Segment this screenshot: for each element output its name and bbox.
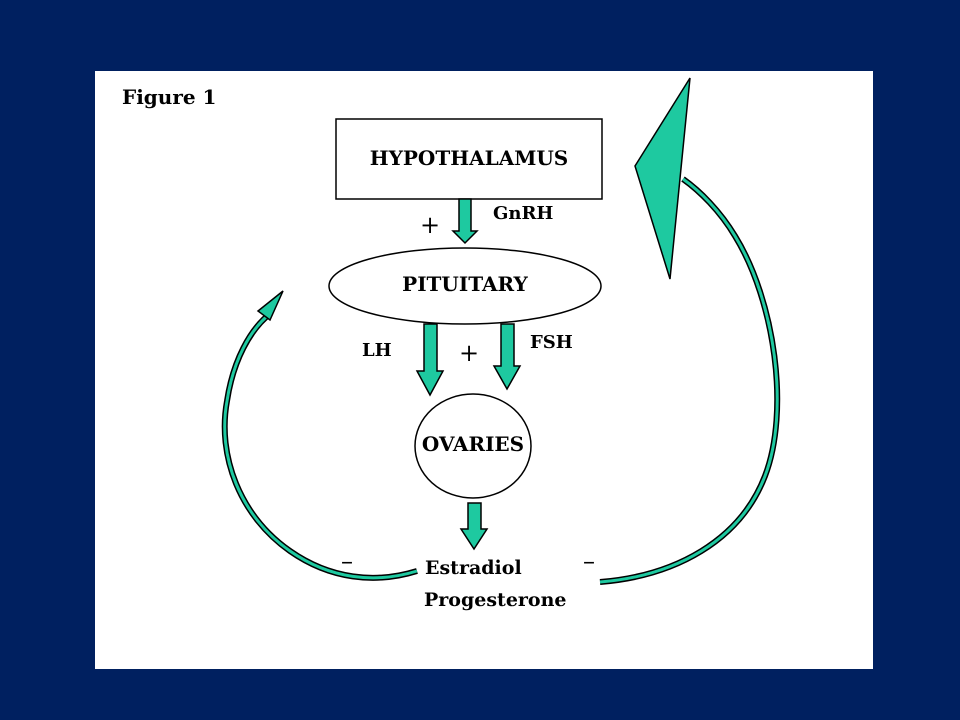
lh-arrow xyxy=(415,323,445,397)
figure-label: Figure 1 xyxy=(122,85,217,109)
hypothalamus-box xyxy=(335,118,603,200)
figure-panel: Figure 1 HYPOTHALAMUS PITUITARY OVARIES … xyxy=(95,71,873,669)
diagram-graphics xyxy=(221,77,781,585)
steroid-output-arrow xyxy=(459,502,489,551)
fsh-arrow xyxy=(492,323,522,391)
estradiol-label: Estradiol xyxy=(425,557,522,579)
right-feedback-curve xyxy=(599,176,781,585)
gnrh-label: GnRH xyxy=(493,203,554,224)
ovaries-label: OVARIES xyxy=(421,432,525,456)
fsh-label: FSH xyxy=(530,332,573,353)
ovaries-circle xyxy=(414,393,532,499)
left-feedback-curve-fill xyxy=(223,311,418,580)
stimulation-sign-upper: + xyxy=(420,211,441,239)
gnrh-arrow xyxy=(451,198,479,245)
pituitary-ellipse xyxy=(328,247,602,325)
stimulation-sign-lower: + xyxy=(459,339,480,367)
inhibition-sign-right: – xyxy=(583,547,595,575)
lh-label: LH xyxy=(362,340,392,361)
right-feedback-arrowhead xyxy=(634,77,691,280)
pituitary-label: PITUITARY xyxy=(402,272,528,296)
inhibition-sign-left: – xyxy=(341,547,353,575)
hypothalamus-label: HYPOTHALAMUS xyxy=(369,146,569,170)
right-feedback-curve-fill xyxy=(599,177,779,584)
left-feedback-arrowhead xyxy=(256,290,284,322)
progesterone-label: Progesterone xyxy=(424,589,567,611)
